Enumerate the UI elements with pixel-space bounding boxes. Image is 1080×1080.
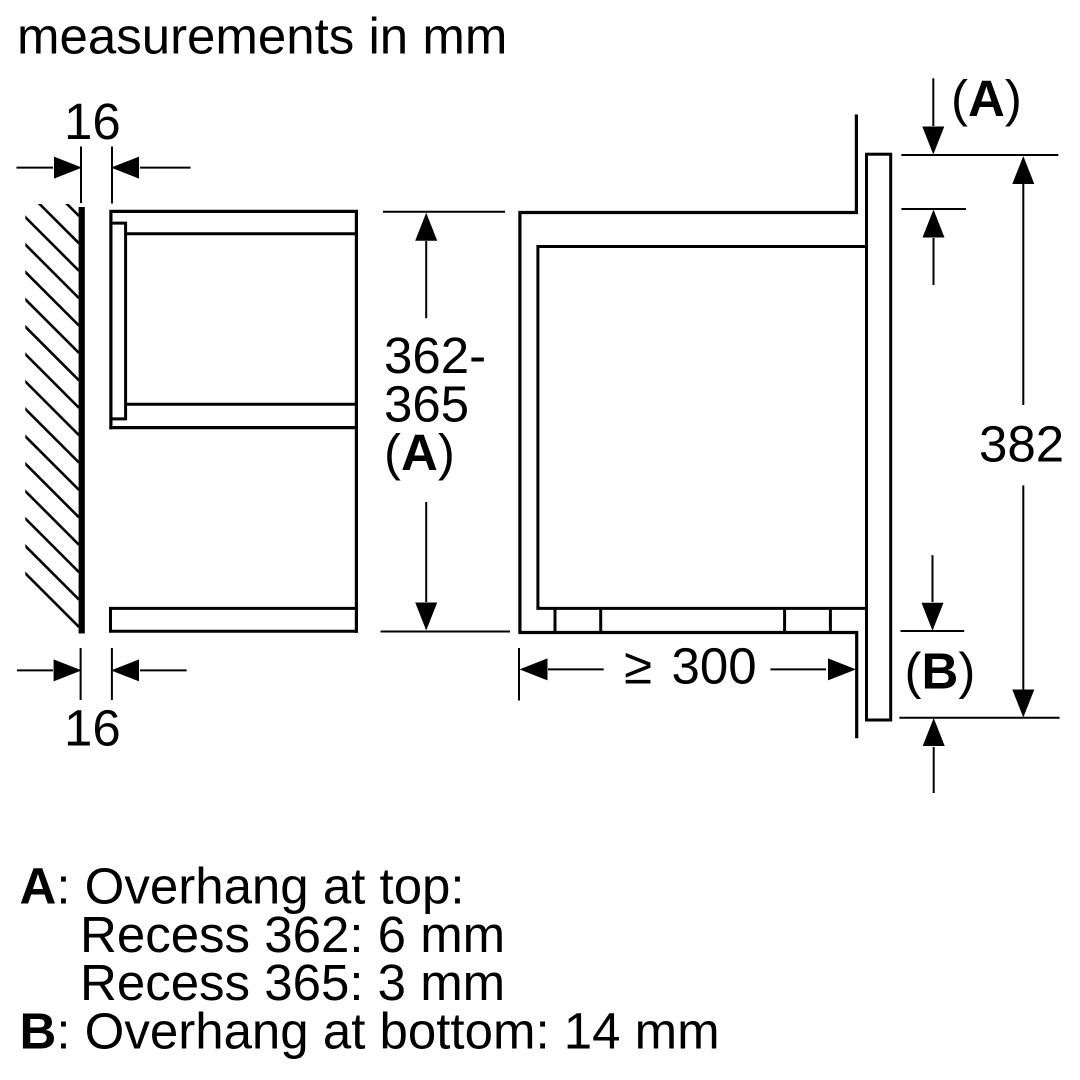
svg-text:Recess 365: 3 mm: Recess 365: 3 mm [80,954,505,1011]
svg-text:(A): (A) [951,70,1022,127]
svg-text:382: 382 [979,416,1064,473]
svg-text:16: 16 [64,93,121,150]
svg-text:Recess 362: 6 mm: Recess 362: 6 mm [80,906,505,963]
svg-text:365: 365 [384,376,469,433]
svg-text:≥: ≥ [624,637,652,694]
svg-text:300: 300 [672,637,757,694]
svg-text:measurements in mm: measurements in mm [17,8,507,65]
svg-text:B: Overhang at bottom: 14 mm: B: Overhang at bottom: 14 mm [20,1003,720,1060]
svg-text:16: 16 [64,700,121,757]
svg-text:(B): (B) [905,643,976,700]
svg-text:A: Overhang at top:: A: Overhang at top: [20,858,465,915]
svg-text:(A): (A) [384,424,455,481]
svg-text:362-: 362- [384,327,486,384]
